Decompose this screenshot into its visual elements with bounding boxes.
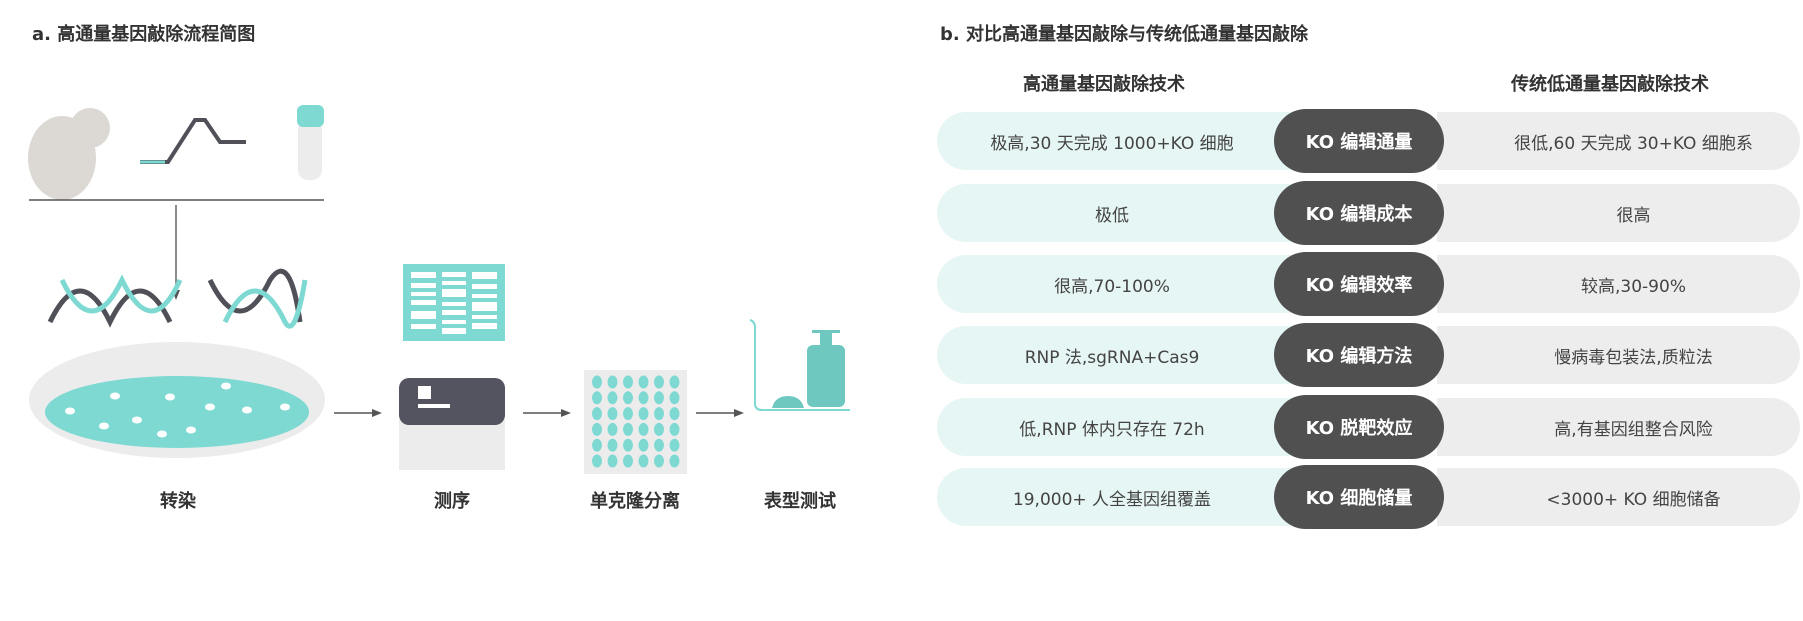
well-dot bbox=[654, 454, 664, 468]
comparison-row: 极高,30 天完成 1000+KO 细胞 很低,60 天完成 30+KO 细胞系… bbox=[937, 109, 1800, 173]
sequencing-gel-icon bbox=[403, 264, 505, 341]
well-dot bbox=[669, 375, 680, 389]
cell-icon bbox=[28, 108, 110, 200]
well-dot bbox=[607, 422, 618, 436]
comparison-row: 极低 很高 KO 编辑成本 bbox=[937, 181, 1800, 245]
well-dot bbox=[592, 454, 602, 468]
traditional-value: 慢病毒包装法,质粒法 bbox=[1437, 326, 1800, 384]
phenotype-test-icon bbox=[749, 319, 850, 411]
well-dot bbox=[654, 375, 664, 389]
traditional-value: 高,有基因组整合风险 bbox=[1437, 398, 1800, 456]
metric-label: KO 编辑方法 bbox=[1274, 323, 1444, 387]
panel-b-title: b. 对比高通量基因敲除与传统低通量基因敲除 bbox=[940, 24, 1308, 45]
well-dot bbox=[669, 454, 680, 468]
traditional-value: 较高,30-90% bbox=[1437, 255, 1800, 313]
well-dot bbox=[623, 454, 633, 468]
right-column-header: 传统低通量基因敲除技术 bbox=[1511, 74, 1709, 95]
well-plate-icon bbox=[584, 370, 687, 474]
comparison-row: 很高,70-100% 较高,30-90% KO 编辑效率 bbox=[937, 252, 1800, 316]
well-dot bbox=[592, 422, 602, 436]
well-dot bbox=[623, 407, 633, 421]
well-dot bbox=[607, 407, 618, 421]
well-dot bbox=[638, 422, 649, 436]
well-dot bbox=[623, 422, 633, 436]
metric-label: KO 编辑通量 bbox=[1274, 109, 1444, 173]
well-dot bbox=[607, 438, 618, 452]
right-arrow-icon bbox=[696, 409, 744, 417]
pcr-curve-icon bbox=[140, 118, 246, 164]
step-label-clone-isolation: 单克隆分离 bbox=[590, 491, 680, 512]
sequencer-icon bbox=[399, 378, 505, 470]
well-dot bbox=[669, 407, 680, 421]
petri-dish-icon bbox=[29, 342, 325, 458]
well-dot bbox=[592, 391, 602, 405]
well-dot bbox=[623, 391, 633, 405]
high-throughput-value: 极低 bbox=[937, 184, 1317, 242]
well-dot bbox=[638, 438, 649, 452]
metric-label: KO 细胞储量 bbox=[1274, 465, 1444, 529]
well-dot bbox=[638, 454, 649, 468]
well-dot bbox=[669, 391, 680, 405]
workflow-diagram bbox=[28, 105, 850, 474]
well-dot bbox=[654, 391, 664, 405]
high-throughput-value: 低,RNP 体内只存在 72h bbox=[937, 398, 1317, 456]
well-dot bbox=[592, 407, 602, 421]
well-dot bbox=[654, 407, 664, 421]
metric-label: KO 脱靶效应 bbox=[1274, 395, 1444, 459]
step-label-sequencing: 测序 bbox=[434, 491, 470, 512]
well-dot bbox=[669, 438, 680, 452]
well-dot bbox=[654, 438, 664, 452]
well-dot bbox=[638, 391, 649, 405]
well-dot bbox=[623, 438, 633, 452]
well-dot bbox=[638, 407, 649, 421]
well-dot bbox=[607, 375, 618, 389]
well-dot bbox=[607, 454, 618, 468]
well-dot bbox=[592, 375, 602, 389]
well-dot bbox=[607, 391, 618, 405]
comparison-row: 低,RNP 体内只存在 72h 高,有基因组整合风险 KO 脱靶效应 bbox=[937, 395, 1800, 459]
metric-label: KO 编辑效率 bbox=[1274, 252, 1444, 316]
well-dot bbox=[638, 375, 649, 389]
well-dot bbox=[669, 422, 680, 436]
well-dot bbox=[623, 375, 633, 389]
traditional-value: <3000+ KO 细胞储备 bbox=[1437, 468, 1800, 526]
high-throughput-value: 很高,70-100% bbox=[937, 255, 1317, 313]
dna-icon bbox=[47, 268, 308, 329]
high-throughput-value: 19,000+ 人全基因组覆盖 bbox=[937, 468, 1317, 526]
right-arrow-icon bbox=[334, 409, 382, 417]
high-throughput-value: RNP 法,sgRNA+Cas9 bbox=[937, 326, 1317, 384]
comparison-row: RNP 法,sgRNA+Cas9 慢病毒包装法,质粒法 KO 编辑方法 bbox=[937, 323, 1800, 387]
high-throughput-value: 极高,30 天完成 1000+KO 细胞 bbox=[937, 112, 1317, 170]
well-dot bbox=[654, 422, 664, 436]
well-dot bbox=[592, 438, 602, 452]
right-arrow-icon bbox=[523, 409, 571, 417]
metric-label: KO 编辑成本 bbox=[1274, 181, 1444, 245]
step-label-phenotype-test: 表型测试 bbox=[764, 491, 836, 512]
traditional-value: 很低,60 天完成 30+KO 细胞系 bbox=[1437, 112, 1800, 170]
step-label-transfection: 转染 bbox=[160, 491, 196, 512]
left-column-header: 高通量基因敲除技术 bbox=[1023, 74, 1185, 95]
tube-icon bbox=[297, 105, 324, 180]
traditional-value: 很高 bbox=[1437, 184, 1800, 242]
panel-a-title: a. 高通量基因敲除流程简图 bbox=[32, 24, 256, 45]
comparison-row: 19,000+ 人全基因组覆盖 <3000+ KO 细胞储备 KO 细胞储量 bbox=[937, 465, 1800, 529]
